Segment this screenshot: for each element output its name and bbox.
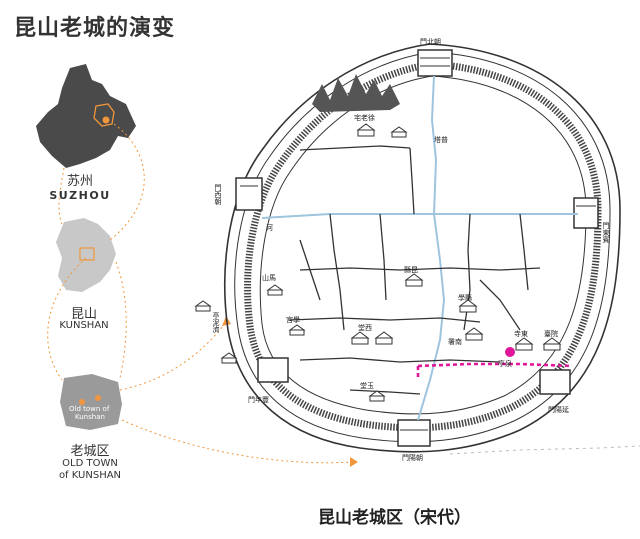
- label-west-gate: 門西朝: [214, 184, 222, 206]
- label-river: 河: [266, 224, 273, 232]
- highlight-marker: [505, 347, 515, 357]
- outer-road-dashed: [449, 445, 640, 455]
- suzhou-kunshan-dot: [102, 116, 110, 124]
- label-outer-temple: 亭泥濟: [212, 311, 220, 334]
- buildings: [194, 123, 562, 402]
- suzhou-label-cn: 苏州: [66, 174, 93, 189]
- map-labels: 門北朝 門東賓 門西朝 門陽朝 門年豐 門陽延 亭泥濟 宅老徐 塔普 縣昆 學縣…: [212, 38, 610, 462]
- label-southwest-gate: 門年豐: [248, 395, 269, 404]
- label-county: 縣昆: [404, 265, 418, 274]
- flow-path-oldtown-map: [119, 321, 227, 391]
- main-canal: [261, 213, 578, 219]
- label-pavilion: 亭泉: [498, 359, 512, 368]
- old-town-inset-line2: Kunshan: [75, 413, 105, 421]
- south-gate-tower: [397, 419, 431, 447]
- north-south-canal: [417, 75, 446, 421]
- old-town-label-en-1: OLD TOWN: [62, 458, 118, 469]
- kunshan-old-town-marker: [79, 247, 95, 261]
- mountain-hatch: [312, 74, 400, 112]
- label-residence: 宅老徐: [354, 113, 375, 122]
- label-palace: 宮學: [286, 315, 300, 324]
- flow-path-suzhou-left: [58, 167, 65, 225]
- label-military: 臺院: [544, 329, 558, 338]
- label-north-gate: 門北朝: [420, 38, 441, 46]
- southeast-gate-tower: [539, 369, 571, 395]
- suzhou-region: [36, 64, 136, 168]
- historic-city-map: [194, 43, 640, 455]
- outer-moat-2: [234, 51, 611, 443]
- old-town-dot-2: [95, 395, 101, 401]
- label-pagoda: 塔普: [434, 135, 448, 144]
- kunshan-region: [56, 218, 116, 292]
- flow-arrow-bottom: [350, 457, 358, 467]
- label-official: 署南: [448, 337, 462, 346]
- map-caption: 昆山老城区（宋代）: [318, 508, 471, 528]
- southwest-gate-tower: [257, 357, 289, 383]
- kunshan-label-en: KUNSHAN: [59, 320, 109, 331]
- city-wall: [244, 60, 602, 432]
- waterways: [289, 145, 541, 395]
- flow-path-oldtown-bottom: [121, 419, 353, 464]
- label-south-gate: 門陽朝: [402, 453, 423, 462]
- suzhou-label-en: SUZHOU: [49, 189, 111, 202]
- old-town-inset-text: Old town of Kunshan: [61, 375, 119, 427]
- north-gate-tower: [417, 49, 453, 77]
- label-mountain: 山馬: [262, 273, 276, 282]
- west-gate-tower: [235, 177, 263, 211]
- kunshan-label-cn: 昆山: [70, 307, 97, 322]
- label-west-hall: 堂西: [358, 323, 372, 332]
- old-town-region: [60, 374, 122, 430]
- label-south-hall: 堂玉: [360, 381, 374, 390]
- label-school: 學縣: [458, 293, 472, 302]
- flow-path-kunshan-oldtown: [47, 257, 87, 381]
- label-temple-east: 寺東: [514, 329, 528, 338]
- highlight-route: [417, 362, 573, 368]
- old-town-dot-1: [79, 399, 85, 405]
- flow-path-kunshan-right: [115, 261, 127, 379]
- label-southeast-gate: 門陽延: [548, 405, 569, 414]
- old-town-inset-line1: Old town of: [69, 405, 110, 413]
- old-town-label-en-2: of KUNSHAN: [58, 470, 122, 481]
- suzhou-kunshan-outline: [93, 103, 115, 127]
- page-title: 昆山老城的演变: [14, 16, 176, 41]
- outer-moat: [223, 43, 621, 453]
- old-town-label-cn: 老城区: [70, 444, 110, 459]
- inner-wall-line: [259, 75, 587, 415]
- flow-path-suzhou-kunshan: [109, 123, 145, 241]
- label-east-gate: 門東賓: [602, 222, 610, 244]
